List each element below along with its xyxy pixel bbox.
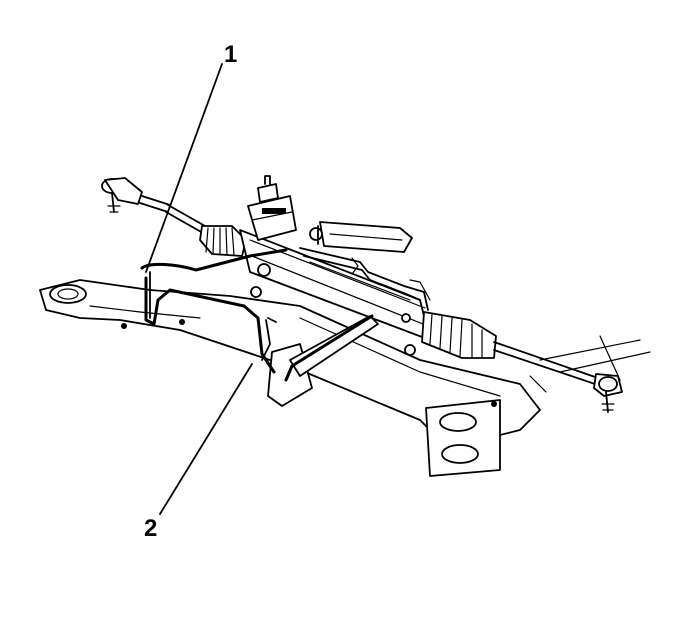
leader-line-2 xyxy=(159,363,253,515)
right-tie-rod-end xyxy=(593,373,623,413)
callout-2-label: 2 xyxy=(144,515,157,542)
left-tie-rod-end xyxy=(101,177,171,213)
callout-1-label: 1 xyxy=(224,41,237,68)
valve-housing xyxy=(247,175,297,241)
right-boot xyxy=(421,311,497,359)
leader-lines xyxy=(145,63,253,515)
return-hose xyxy=(140,248,288,374)
leader-line-1 xyxy=(145,63,223,273)
pressure-pipe xyxy=(261,314,374,382)
frame-right-background xyxy=(529,335,651,393)
rack-lines xyxy=(299,247,431,311)
right-tie-rod xyxy=(493,341,599,386)
frame-rail-right xyxy=(319,221,413,253)
fittings xyxy=(250,225,416,356)
left-tie-rod xyxy=(165,204,206,234)
left-boot xyxy=(199,225,247,257)
